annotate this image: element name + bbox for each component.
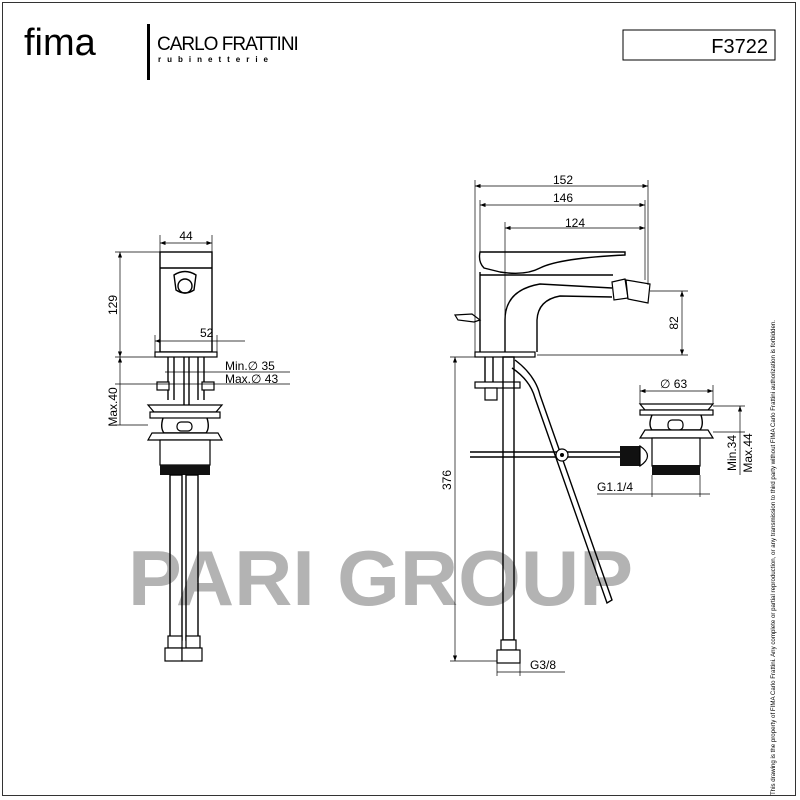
dim-g3-8: G3/8 xyxy=(530,658,556,672)
dim-146: 146 xyxy=(553,191,573,205)
watermark: PARI GROUP xyxy=(128,534,633,622)
dim-152: 152 xyxy=(553,173,573,187)
logo: fima CARLO FRATTINI rubinetterie xyxy=(24,22,299,80)
logo-brand: fima xyxy=(24,22,97,64)
dim-max-44: Max.44 xyxy=(741,433,755,473)
dim-82: 82 xyxy=(667,316,681,330)
dim-g1-1-4: G1.1/4 xyxy=(597,480,633,494)
dim-124: 124 xyxy=(565,216,585,230)
dim-52: 52 xyxy=(200,326,214,340)
front-view: 44 129 52 Min.∅ 35 Max.∅ 43 Max.40 xyxy=(106,229,290,662)
logo-divider xyxy=(147,24,150,80)
dim-max-43: Max.∅ 43 xyxy=(225,372,278,386)
logo-name: CARLO FRATTINI xyxy=(157,34,298,55)
side-view: 152 146 124 82 ∅ 63 Min.34 Max.44 G1.1/4… xyxy=(440,173,755,676)
dim-129: 129 xyxy=(106,295,120,315)
dim-max-40: Max.40 xyxy=(106,387,120,427)
dim-44: 44 xyxy=(179,229,193,243)
dim-min-35: Min.∅ 35 xyxy=(225,359,275,373)
product-code-box xyxy=(622,29,776,61)
product-code: F3722 xyxy=(711,36,768,58)
dim-d63: ∅ 63 xyxy=(660,377,687,391)
dim-376: 376 xyxy=(440,470,454,490)
dim-min-34: Min.34 xyxy=(725,435,739,471)
disclaimer: This drawing is the property of FIMA Car… xyxy=(771,320,777,795)
logo-sub: rubinetterie xyxy=(158,55,274,64)
